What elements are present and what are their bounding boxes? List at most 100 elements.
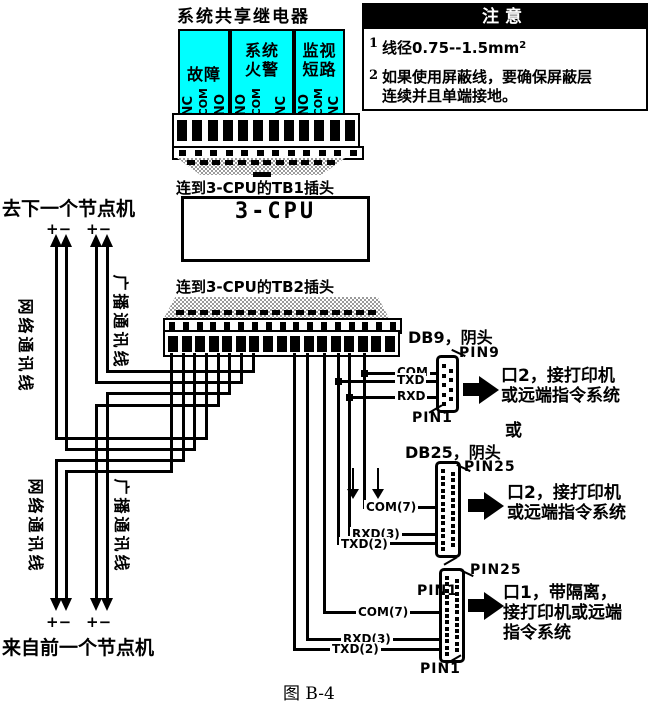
relay-box-system-fire: 系统 火警 NO COM NC <box>230 29 294 120</box>
relay-box-monitor-short: 监视 短路 NO COM NC <box>294 29 345 120</box>
wire <box>323 353 326 614</box>
db25a-pin-column-right <box>451 472 455 547</box>
wire <box>106 392 109 600</box>
wire <box>55 459 58 600</box>
db9-pin1-label: PIN1 <box>412 410 453 426</box>
wire <box>95 381 243 384</box>
notice-item-number: 2 <box>369 68 379 83</box>
db25a-pin1-label: PIN1 <box>417 583 458 599</box>
db25a-title: DB25，阴头 <box>405 443 501 462</box>
signal-label-com7: COM(7) <box>364 500 419 514</box>
db25b-pin25-label: PIN25 <box>470 562 522 578</box>
arrow-down <box>101 598 113 611</box>
tb1-screw-row <box>172 146 364 160</box>
junction-dot <box>346 394 353 401</box>
db9-pin-column-right <box>449 369 453 401</box>
arrow-up <box>101 234 113 247</box>
wire <box>65 448 196 451</box>
db9-description: 口2，接打印机 或远端指令系统 <box>501 366 620 406</box>
signal-label-com7: COM(7) <box>356 605 411 619</box>
figure-caption: 图 B-4 <box>283 684 335 704</box>
wire <box>182 353 185 462</box>
db9-pin-column-left <box>442 364 446 406</box>
notice-item-2: 2 如果使用屏蔽线，要确保屏蔽层连续并且单端接地。 <box>369 68 642 106</box>
polarity-bottom-network: +− <box>46 613 72 631</box>
tb2-caption: 连到3-CPU的TB2插头 <box>176 278 334 296</box>
wire <box>337 380 436 383</box>
signal-label-txd2: TXD(2) <box>330 642 381 656</box>
arrow-up <box>50 234 62 247</box>
relay-box-label: 故障 <box>186 65 221 84</box>
wire <box>65 247 68 451</box>
arrow-down <box>60 598 72 611</box>
notice-item-1: 1 线径0.75--1.5mm2 <box>369 36 642 58</box>
wire <box>217 353 220 407</box>
wire <box>240 353 243 384</box>
db25b-description: 口1，带隔离， 接打印机或远端 指令系统 <box>503 583 622 643</box>
polarity-top-network: +− <box>46 220 72 238</box>
tb1-terminal-row <box>172 113 360 148</box>
wire <box>55 437 208 440</box>
db9-title: DB9，阴头 <box>408 328 493 347</box>
arrow-up <box>90 234 102 247</box>
tb1-dash-row <box>187 160 335 165</box>
wire <box>193 353 196 451</box>
db25b-connector <box>439 568 465 663</box>
big-arrow-right <box>463 383 480 396</box>
arrow-down <box>90 598 102 611</box>
signal-label-txd2: TXD(2) <box>339 537 390 551</box>
wire <box>65 470 68 600</box>
db25b-pin1-label: PIN1 <box>420 661 461 677</box>
junction-dot <box>335 378 342 385</box>
from-prev-node-label: 来自前一个节点机 <box>2 637 155 659</box>
terminal-label-com: COM <box>197 87 210 116</box>
wire <box>95 404 98 600</box>
wire <box>228 353 231 395</box>
big-arrow-right <box>468 599 485 612</box>
polarity-bottom-broadcast: +− <box>86 613 112 631</box>
wire <box>363 353 366 509</box>
notice-box: 注意 1 线径0.75--1.5mm2 2 如果使用屏蔽线，要确保屏蔽层连续并且… <box>362 3 648 111</box>
db25a-pin25-label: PIN25 <box>464 459 516 475</box>
terminal-label-com: COM <box>312 87 325 116</box>
db9-pin9-label: PIN9 <box>459 345 500 361</box>
wire <box>306 353 309 641</box>
wire <box>348 353 351 536</box>
notice-title: 注意 <box>364 5 646 29</box>
relay-box-label: 短路 <box>302 60 337 79</box>
big-arrow-right-head <box>484 592 504 620</box>
junction-dot <box>361 370 368 377</box>
db25b-pin-column-left <box>445 576 449 656</box>
db25a-pin-column-left <box>441 469 445 551</box>
cpu-box: 3-CPU <box>181 196 370 262</box>
wire <box>337 353 340 545</box>
broadcast-line-label-top: 广播通讯线 <box>111 274 130 370</box>
wire <box>55 459 185 462</box>
tb1-caption: 连到3-CPU的TB1插头 <box>176 179 334 197</box>
terminal-label-com: COM <box>250 87 263 116</box>
wire <box>95 247 98 384</box>
big-arrow-right-head <box>479 376 499 404</box>
wire <box>106 247 109 373</box>
network-line-label-bottom: 网络通讯线 <box>26 478 45 574</box>
wire <box>293 353 296 651</box>
polarity-top-broadcast: +− <box>86 220 112 238</box>
network-line-label-top: 网络通讯线 <box>16 298 35 394</box>
notice-item-text: 线径0.75--1.5mm2 <box>382 39 527 57</box>
signal-label-txd: TXD <box>395 373 427 387</box>
big-arrow-right <box>468 499 485 512</box>
relay-box-label: 监视 <box>302 41 337 60</box>
db9-connector <box>436 355 459 413</box>
signal-label-rxd: RXD <box>395 389 428 403</box>
wire <box>106 392 231 395</box>
wire <box>377 468 379 490</box>
wire <box>55 247 58 440</box>
arrow-down <box>50 598 62 611</box>
relay-box-label: 系统 <box>244 41 279 60</box>
db25a-description: 口2，接打印机 或远端指令系统 <box>507 483 626 523</box>
or-label: 或 <box>505 421 522 441</box>
relay-title: 系统共享继电器 <box>177 7 310 27</box>
big-arrow-right-head <box>484 492 504 520</box>
db25a-connector <box>435 461 461 558</box>
